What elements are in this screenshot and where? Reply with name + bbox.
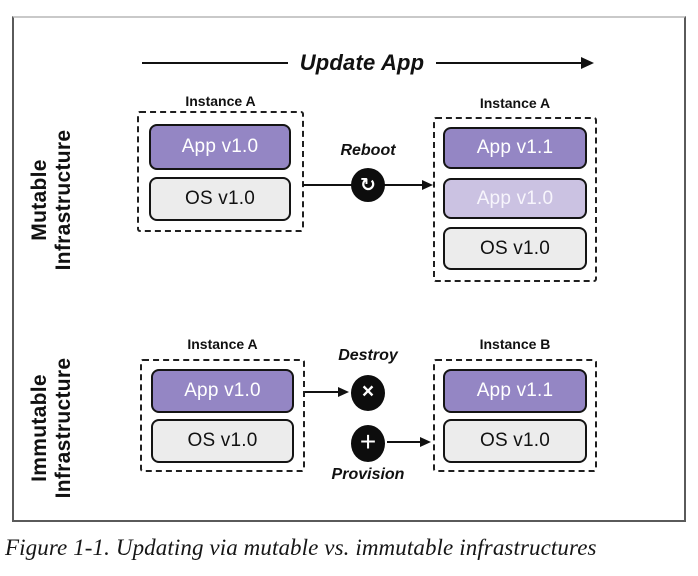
provision-label: Provision — [331, 466, 405, 483]
arrow-line — [436, 62, 582, 64]
immutable-right-instance-title: Instance B — [479, 336, 551, 352]
destroy-arrow — [305, 386, 349, 398]
update-app-label: Update App — [299, 50, 425, 75]
immutable-row-label: Immutable Infrastructure — [24, 318, 80, 538]
arrow-line — [142, 62, 288, 64]
arrow-line — [305, 391, 339, 393]
figure-caption: Figure 1-1. Updating via mutable vs. imm… — [5, 535, 597, 560]
arrowhead-right-icon — [420, 437, 431, 447]
mutable-left-instance-title: Instance A — [185, 93, 256, 109]
mutable-row-label-line2: Infrastructure — [52, 129, 75, 271]
mutable-right-os-box: OS v1.0 — [443, 227, 587, 270]
destroy-label: Destroy — [338, 347, 398, 364]
mutable-row-label: Mutable Infrastructure — [24, 90, 80, 310]
mutable-right-app-v11-box: App v1.1 — [443, 127, 587, 169]
immutable-left-instance-title: Instance A — [187, 336, 258, 352]
reboot-icon: ↻ — [351, 168, 385, 202]
mutable-right-app-v10-box: App v1.0 — [443, 178, 587, 219]
immutable-row-label-line1: Immutable — [27, 374, 51, 482]
arrowhead-right-icon — [422, 180, 433, 190]
mutable-right-instance-title: Instance A — [479, 95, 551, 111]
arrowhead-right-icon — [338, 387, 349, 397]
mutable-row-label-line1: Mutable — [27, 159, 51, 241]
update-app-arrow: Update App — [142, 49, 594, 77]
arrowhead-right-icon — [581, 57, 594, 69]
provision-icon: + — [351, 425, 385, 462]
immutable-left-os-box: OS v1.0 — [151, 419, 294, 463]
reboot-label: Reboot — [340, 142, 396, 159]
mutable-left-app-box: App v1.0 — [149, 124, 291, 170]
immutable-left-app-box: App v1.0 — [151, 369, 294, 413]
immutable-row-label-line2: Infrastructure — [52, 357, 75, 499]
arrow-line — [387, 441, 421, 443]
destroy-icon: × — [351, 375, 385, 411]
immutable-right-app-box: App v1.1 — [443, 369, 587, 413]
immutable-right-os-box: OS v1.0 — [443, 419, 587, 463]
provision-arrow — [387, 436, 431, 448]
mutable-left-os-box: OS v1.0 — [149, 177, 291, 221]
